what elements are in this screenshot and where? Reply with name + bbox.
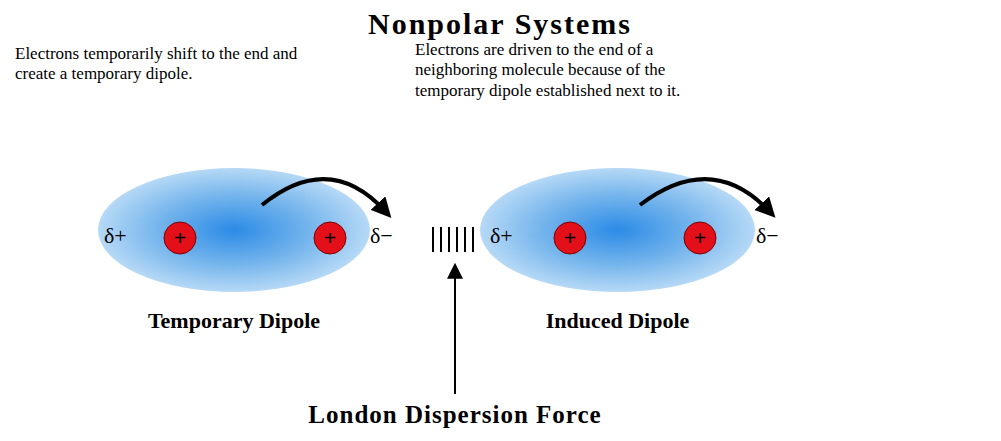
explanation-note: Electrons temporarily shift to the end a… (15, 44, 315, 85)
molecule-ellipse: Temporary Dipoleδ+δ−++ (98, 168, 370, 292)
nucleus-charge: + (553, 225, 587, 251)
nucleus-circle: + (313, 221, 347, 255)
molecule-ellipse: Induced Dipoleδ+δ−++ (480, 168, 755, 292)
nucleus-charge: + (683, 225, 717, 251)
nucleus-circle: + (683, 221, 717, 255)
nucleus-body (684, 222, 716, 254)
force-label: London Dispersion Force (205, 400, 705, 430)
partial-charge: δ+ (104, 223, 127, 249)
partial-charge: δ− (756, 223, 779, 249)
nucleus-charge: + (313, 225, 347, 251)
pointer-arrow (454, 266, 456, 394)
explanation-note: Electrons are driven to the end of a nei… (415, 40, 735, 101)
nucleus-body (554, 222, 586, 254)
partial-charge: δ− (370, 223, 393, 249)
nucleus-body (164, 222, 196, 254)
molecule-body (480, 168, 755, 292)
dispersion-force-lines (433, 227, 473, 252)
diagram-title: Nonpolar Systems (150, 6, 850, 42)
partial-charge: δ+ (490, 223, 513, 249)
nucleus-body (314, 222, 346, 254)
molecule-heading: Induced Dipole (460, 308, 775, 334)
electron-shift-arrow (640, 179, 770, 212)
nucleus-circle: + (553, 221, 587, 255)
nucleus-charge: + (163, 225, 197, 251)
molecule-heading: Temporary Dipole (78, 308, 390, 334)
molecule-body (98, 168, 370, 292)
electron-shift-arrow (262, 179, 386, 212)
nucleus-circle: + (163, 221, 197, 255)
